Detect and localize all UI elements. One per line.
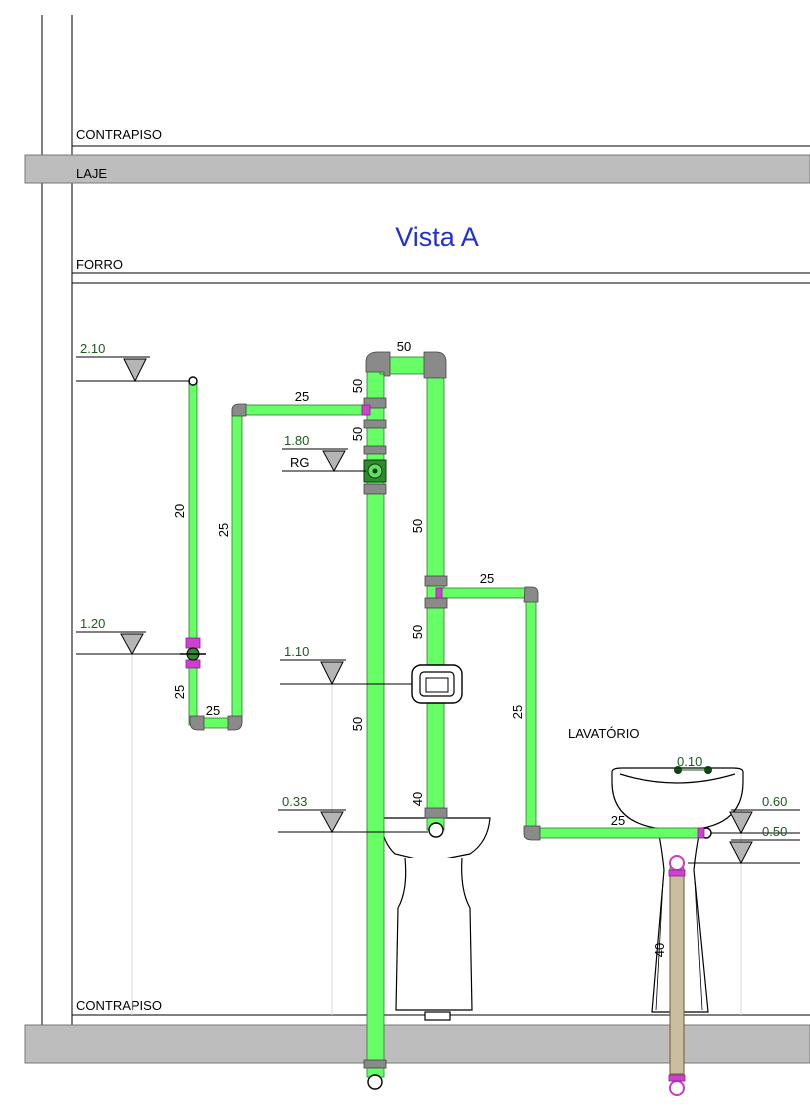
elevation-0-33: 0.33 xyxy=(282,794,307,809)
elevation-1-20: 1.20 xyxy=(80,616,105,631)
size-horizontal-25-top: 25 xyxy=(295,389,309,404)
right-vertical-pipe xyxy=(525,591,537,833)
size-vertical-25-low: 25 xyxy=(172,685,187,699)
elevation-markers xyxy=(76,356,800,865)
mid-25-vertical-pipe xyxy=(231,409,243,723)
pipe-fittings xyxy=(189,351,541,1069)
register-valve-icon xyxy=(363,459,387,483)
riser-20-pipe xyxy=(188,379,198,726)
size-top-horizontal: 50 xyxy=(397,339,411,354)
elevation-0-10: 0.10 xyxy=(677,754,702,769)
size-vertical-25-mid: 25 xyxy=(216,523,231,537)
elevation-2-10: 2.10 xyxy=(80,341,105,356)
toilet-fixture xyxy=(379,817,491,1021)
size-branch-25: 25 xyxy=(480,571,494,586)
size-riser-20: 20 xyxy=(172,504,187,518)
laje-slab xyxy=(24,154,810,184)
size-riser-upper-a: 50 xyxy=(350,379,365,393)
forro-label: FORRO xyxy=(76,257,123,272)
contrapiso-top-label: CONTRAPISO xyxy=(76,127,162,142)
size-horizontal-25-lav: 25 xyxy=(611,813,625,828)
flush-valve-icon xyxy=(411,664,463,704)
size-down-50-b: 50 xyxy=(410,625,425,639)
magenta-fittings xyxy=(185,404,705,839)
drain-fittings xyxy=(668,855,686,1096)
size-main-50-left: 50 xyxy=(350,717,365,731)
elevation-0-50: 0.50 xyxy=(762,824,787,839)
lavatory-label: LAVATÓRIO xyxy=(568,726,640,741)
size-down-50-a: 50 xyxy=(410,519,425,533)
size-vertical-25-right: 25 xyxy=(510,705,525,719)
view-title: Vista A xyxy=(395,222,479,252)
floor-slab xyxy=(24,1024,810,1064)
contrapiso-bottom-label: CONTRAPISO xyxy=(76,998,162,1013)
register-label: RG xyxy=(290,455,310,470)
size-down-40: 40 xyxy=(410,792,425,806)
top-25-horizontal-pipe xyxy=(237,404,369,416)
branch-pipe xyxy=(439,587,531,599)
drain-pipe xyxy=(669,867,685,1075)
size-horizontal-25-bottom: 25 xyxy=(206,703,220,718)
elevation-1-10: 1.10 xyxy=(284,644,309,659)
elevation-0-60: 0.60 xyxy=(762,794,787,809)
size-riser-upper-b: 50 xyxy=(350,427,365,441)
elevation-1-80: 1.80 xyxy=(284,433,309,448)
size-drain-40: 40 xyxy=(652,943,667,957)
laje-label: LAJE xyxy=(76,166,107,181)
lav-horizontal-pipe xyxy=(529,827,703,839)
